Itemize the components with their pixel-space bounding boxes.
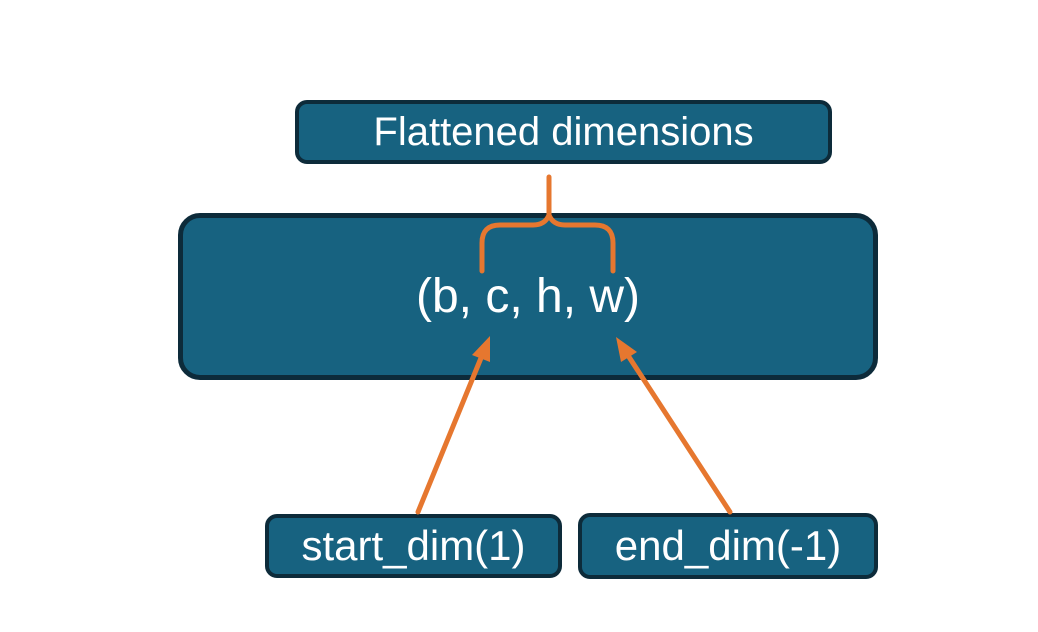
tensor-shape-box: (b, c, h, w) <box>178 213 878 380</box>
end-dim-label: end_dim(-1) <box>614 522 842 569</box>
start-dim-box: start_dim(1) <box>265 514 562 578</box>
flattened-dimensions-box: Flattened dimensions <box>295 100 832 164</box>
flattened-dimensions-label: Flattened dimensions <box>373 109 754 154</box>
end-dim-box: end_dim(-1) <box>578 513 878 579</box>
tensor-shape-label: (b, c, h, w) <box>415 270 641 323</box>
start-dim-label: start_dim(1) <box>301 522 526 569</box>
end-dim-arrow-shaft <box>626 354 733 515</box>
start-dim-arrow-shaft <box>415 355 484 515</box>
